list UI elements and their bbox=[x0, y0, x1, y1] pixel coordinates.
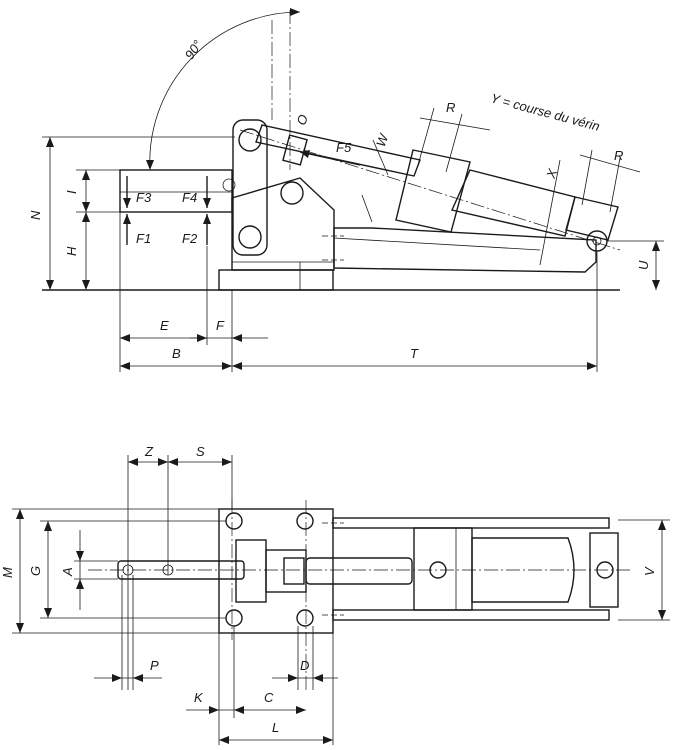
dim-R-top: R bbox=[446, 100, 455, 115]
pivot-bottom bbox=[238, 225, 262, 249]
cylinder-barrel-top bbox=[471, 537, 575, 603]
top-view: Z S M G A V P bbox=[0, 444, 670, 745]
clamp-arm bbox=[119, 169, 233, 213]
force-F2: F2 bbox=[182, 231, 198, 246]
rail-top bbox=[332, 517, 610, 529]
dim-Z: Z bbox=[144, 444, 154, 459]
dim-F: F bbox=[216, 318, 225, 333]
rotation-arc bbox=[149, 11, 301, 171]
force-F3: F3 bbox=[136, 190, 152, 205]
dim-E: E bbox=[160, 318, 169, 333]
cylinder-head-top bbox=[413, 527, 473, 611]
side-view: 90° Y = course du vérin N I H F3 F4 F1 F… bbox=[28, 8, 664, 372]
force-F1: F1 bbox=[136, 231, 151, 246]
link-bar bbox=[255, 124, 421, 177]
angle-label: 90° bbox=[182, 37, 206, 62]
lever-plate bbox=[232, 119, 268, 256]
clamp-body bbox=[231, 177, 335, 271]
piston-rod bbox=[305, 557, 413, 585]
rail-bracket bbox=[333, 227, 597, 273]
pin-hole bbox=[222, 178, 236, 192]
dim-G: G bbox=[28, 566, 43, 576]
dim-T: T bbox=[410, 346, 419, 361]
dim-X: X bbox=[543, 166, 561, 181]
force-F4: F4 bbox=[182, 190, 197, 205]
pivot-top bbox=[238, 128, 262, 152]
dim-H: H bbox=[64, 246, 79, 256]
base-block bbox=[218, 269, 334, 291]
cylinder-barrel bbox=[451, 169, 576, 237]
dim-R-right: R bbox=[614, 148, 623, 163]
rear-pivot bbox=[586, 230, 608, 252]
dim-U: U bbox=[636, 260, 651, 270]
rail-bottom bbox=[332, 609, 610, 621]
dim-V: V bbox=[642, 566, 657, 576]
dim-P: P bbox=[150, 658, 159, 673]
force-F5: F5 bbox=[336, 140, 352, 155]
body-plate bbox=[218, 508, 334, 634]
dim-D: D bbox=[300, 658, 309, 673]
dim-L: L bbox=[272, 720, 279, 735]
pivot-middle bbox=[280, 181, 304, 205]
dim-C: C bbox=[264, 690, 274, 705]
dim-A: A bbox=[60, 567, 75, 577]
cylinder-rear bbox=[565, 196, 619, 241]
cylinder-axis bbox=[239, 129, 621, 251]
dim-M: M bbox=[0, 567, 15, 578]
linkage-block bbox=[235, 539, 267, 603]
dim-O: O bbox=[293, 113, 311, 128]
dim-I: I bbox=[64, 190, 79, 194]
dim-N: N bbox=[28, 210, 43, 220]
dim-B: B bbox=[172, 346, 181, 361]
dim-K: K bbox=[194, 690, 204, 705]
dim-S: S bbox=[196, 444, 205, 459]
stroke-note: Y = course du vérin bbox=[489, 90, 601, 134]
